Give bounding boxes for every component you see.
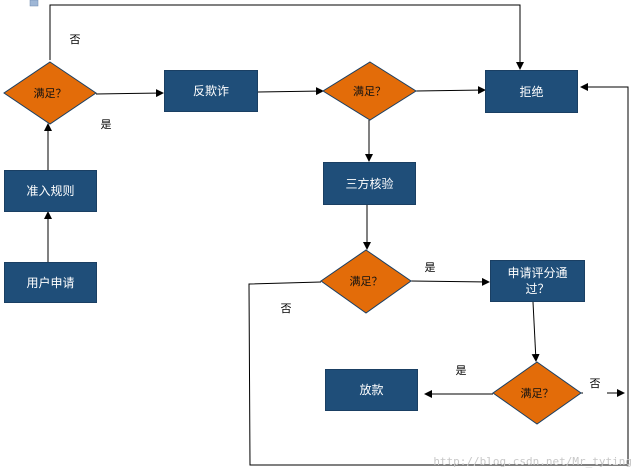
arrow-d2-to-reject [415,86,486,95]
decision-d3 [320,249,412,314]
decision-d2-label: 满足？ [353,85,386,98]
document-icon [29,0,39,7]
edge-label-d4-no: 否 [583,372,607,394]
decision-d1-label: 满足？ [33,87,67,100]
watermark-text: http://blog.csdn.net/Mr_tyting [433,455,632,468]
arrow-d3-yes-to-score [410,277,490,286]
decision-d4 [492,361,582,425]
node-third-party-check: 三方核验 [323,162,416,205]
node-user-application: 用户申请 [4,262,97,303]
decision-d4-label: 满足？ [520,387,554,400]
edge-label-d1-yes: 是 [92,112,120,136]
arrow-score-to-d4 [531,301,540,362]
node-anti-fraud: 反欺诈 [164,70,258,112]
node-reject: 拒绝 [485,70,578,113]
edge-label-d4-yes: 是 [447,358,475,382]
edge-label-d3-no: 否 [272,296,300,320]
node-admission-rules: 准入规则 [4,170,97,212]
decision-d1 [3,61,97,125]
node-loan-release: 放款 [325,369,418,411]
arrow-d3-no-loop [248,83,629,466]
decision-d2 [322,61,417,121]
node-credit-score: 申请评分通过？ [490,260,585,302]
edge-label-d1-no: 否 [62,28,88,50]
arrow-antifraud-to-d2 [257,87,324,96]
arrow-d1-no-to-reject [49,4,524,70]
edge-label-d3-yes: 是 [416,255,444,279]
arrow-d1-yes-to-antifraud [95,89,164,98]
decision-d3-label: 满足？ [349,275,383,288]
